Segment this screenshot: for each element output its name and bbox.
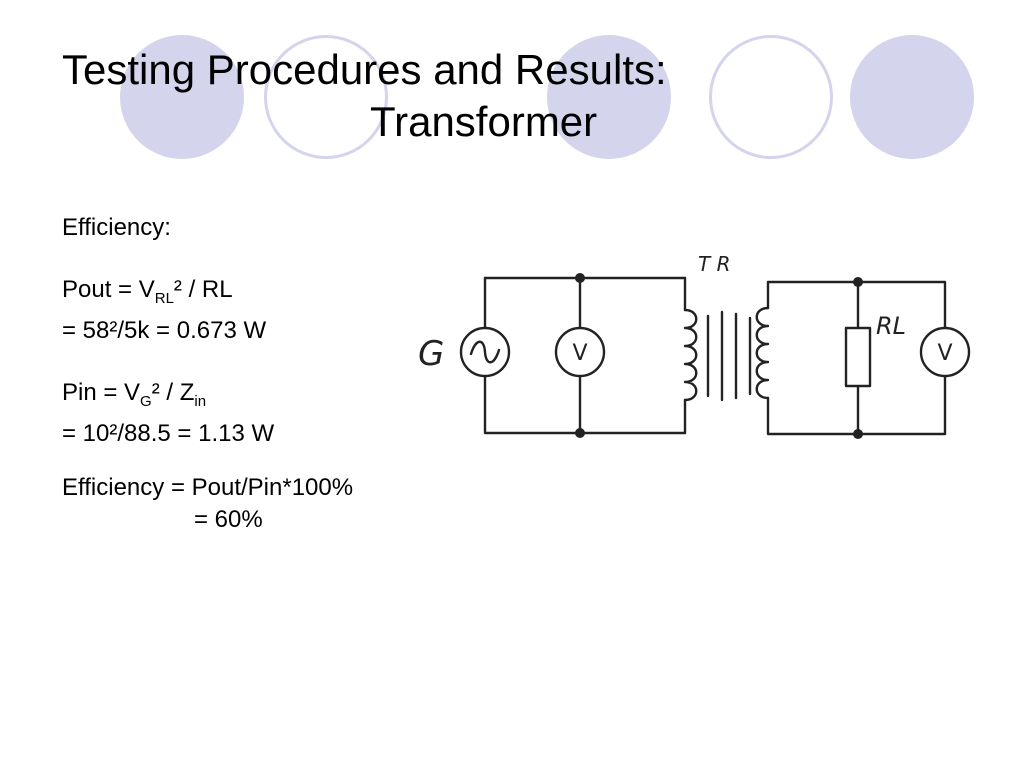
junction-dot <box>853 277 863 287</box>
efficiency-formula: Efficiency = Pout/Pin*100% <box>62 474 354 501</box>
pin-subscript: G <box>140 393 152 410</box>
ac-wave-icon <box>469 340 501 364</box>
transformer-circuit-diagram: G T R RL V V <box>418 252 971 439</box>
slide-title-line1: Testing Procedures and Results: <box>62 46 667 93</box>
pin-formula: Pin = VG² / Zin <box>62 377 353 418</box>
decor-circle-1 <box>120 35 244 159</box>
decor-circle-2 <box>264 35 388 159</box>
pout-suffix: ² / RL <box>173 276 233 303</box>
primary-voltmeter-symbol <box>554 326 606 378</box>
primary-coil <box>683 308 698 402</box>
pin-subscript2: in <box>194 393 207 410</box>
load-label: RL <box>876 312 906 340</box>
pout-result: = 58²/5k = 0.673 W <box>62 317 267 344</box>
pin-prefix: Pin = V <box>62 379 141 406</box>
pout-prefix: Pout = V <box>62 276 155 303</box>
junction-dot <box>575 273 585 283</box>
decor-circle-4 <box>709 35 833 159</box>
secondary-voltmeter-symbol <box>919 326 971 378</box>
pout-subscript: RL <box>154 290 174 307</box>
slide-title-line2: Transformer <box>370 98 598 145</box>
primary-voltmeter-label: V <box>572 341 587 366</box>
decor-circle-3 <box>547 35 671 159</box>
pin-result: = 10²/88.5 = 1.13 W <box>62 420 275 447</box>
transformer-label: T R <box>698 252 730 276</box>
secondary-wire-top <box>766 280 947 330</box>
decor-circle-5 <box>850 35 974 159</box>
secondary-voltmeter-label: V <box>937 341 952 366</box>
pout-formula: Pout = VRL² / RL <box>62 274 353 315</box>
generator-label: G <box>418 334 444 374</box>
slide-title: Testing Procedures and Results: Transfor… <box>62 44 762 148</box>
junction-dot <box>575 428 585 438</box>
secondary-coil <box>755 306 770 400</box>
load-resistor-symbol <box>844 326 872 388</box>
slide-body: Efficiency: Pout = VRL² / RL = 58²/5k = … <box>62 212 353 536</box>
section-label: Efficiency: <box>62 214 171 241</box>
pin-middle: ² / Z <box>151 379 195 406</box>
junction-dot <box>853 429 863 439</box>
efficiency-result: = 60% <box>194 506 263 533</box>
